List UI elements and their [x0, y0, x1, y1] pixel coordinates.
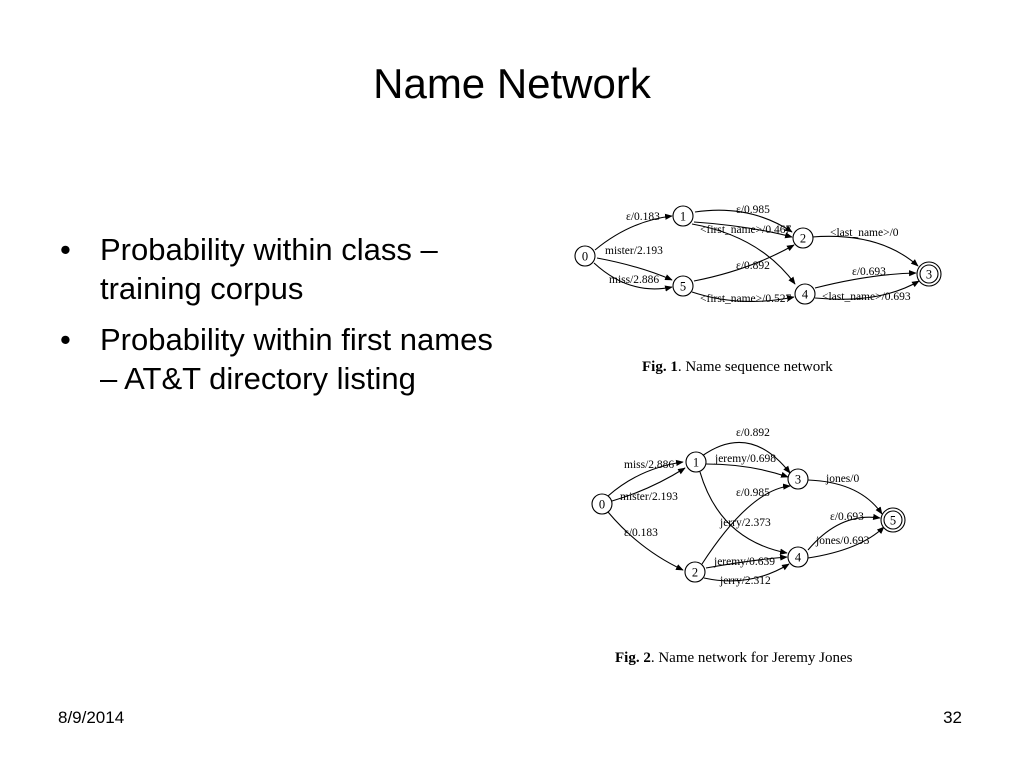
edge-label: miss/2.886 — [624, 459, 674, 471]
bullet-marker: • — [60, 232, 71, 267]
edge-label: ε/0.693 — [830, 511, 864, 523]
edge-label: jones/0 — [825, 473, 859, 485]
edge-0-1-miss — [607, 459, 684, 497]
node-label: 0 — [599, 498, 605, 512]
node-2: 2 — [792, 227, 814, 249]
bullet-text: Probability within first names – AT&T di… — [100, 322, 493, 396]
caption-label: Fig. 2 — [615, 650, 651, 666]
node-4: 4 — [787, 546, 809, 568]
edge-5-2-eps — [693, 244, 795, 282]
footer-date: 8/9/2014 — [58, 708, 125, 727]
figure-1-caption: Fig. 1. Name sequence network — [642, 359, 833, 376]
edge-0-5-miss — [593, 262, 673, 292]
node-label: 4 — [795, 551, 802, 565]
edge-label: ε/0.693 — [852, 266, 886, 278]
slide-title: Name Network — [373, 60, 651, 107]
node-3-final: 3 — [916, 261, 942, 287]
node-2: 2 — [684, 561, 706, 583]
edge-0-1-eps — [594, 213, 673, 251]
caption-label: Fig. 1 — [642, 359, 678, 375]
edge-1-2-eps — [694, 209, 793, 233]
edge-label: ε/0.985 — [736, 204, 770, 216]
figure-1-network: ε/0.183 mister/2.193 miss/2.886 ε/0.985 … — [574, 204, 942, 305]
edge-label: jeremy/0.639 — [713, 556, 775, 568]
bullet-item: • Probability within class – training co… — [58, 230, 518, 308]
figure-2-caption: Fig. 2. Name network for Jeremy Jones — [615, 650, 852, 667]
bullet-text: Probability within class – training corp… — [100, 232, 438, 306]
edge-4-3-eps — [814, 270, 917, 289]
bullet-marker: • — [60, 322, 71, 357]
figure-2-network: miss/2.886 mister/2.193 ε/0.183 ε/0.892 … — [591, 427, 906, 587]
edge-label: ε/0.892 — [736, 260, 770, 272]
caption-text: . Name network for Jeremy Jones — [650, 650, 853, 666]
edge-label: jerry/2.312 — [719, 575, 771, 587]
edge-label: <last_name>/0.693 — [822, 291, 911, 303]
node-label: 1 — [680, 210, 686, 224]
node-5: 5 — [672, 275, 694, 297]
edge-2-3-last — [811, 235, 919, 267]
node-label: 3 — [795, 473, 801, 487]
edge-label: jeremy/0.698 — [714, 453, 776, 465]
node-label: 2 — [800, 232, 806, 246]
edge-4-5-eps — [807, 513, 881, 551]
node-0: 0 — [574, 245, 596, 267]
edge-1-2-first — [693, 221, 793, 239]
node-label: 0 — [582, 250, 588, 264]
caption-text: . Name sequence network — [677, 359, 833, 375]
edge-label: miss/2.886 — [609, 274, 659, 286]
node-label: 5 — [890, 514, 896, 528]
edge-5-4-first — [691, 291, 795, 302]
edge-2-4-jeremy — [705, 554, 788, 569]
edge-1-3-jeremy — [705, 463, 789, 478]
node-1: 1 — [685, 451, 707, 473]
edge-4-5-jones — [807, 526, 885, 559]
edge-3-5-jones — [807, 479, 883, 515]
node-1: 1 — [672, 205, 694, 227]
bullet-list: • Probability within class – training co… — [58, 230, 518, 410]
node-label: 3 — [926, 268, 932, 282]
node-label: 1 — [693, 456, 699, 470]
edge-1-4-jerry — [699, 471, 788, 555]
node-5-final: 5 — [880, 507, 906, 533]
edge-label: jones/0.693 — [815, 535, 870, 547]
edge-label: ε/0.892 — [736, 427, 770, 439]
edge-0-5-mister — [596, 257, 673, 281]
edge-1-4 — [691, 223, 796, 285]
bullet-item: • Probability within first names – AT&T … — [58, 320, 518, 398]
node-4: 4 — [794, 283, 816, 305]
node-0: 0 — [591, 493, 613, 515]
node-label: 2 — [692, 566, 698, 580]
edge-2-3-eps — [701, 483, 791, 565]
edge-label: <first_name>/0.527 — [700, 293, 791, 305]
edge-label: <first_name>/0.467 — [700, 224, 791, 236]
edge-label: mister/2.193 — [605, 245, 663, 257]
edge-4-3-last — [814, 280, 920, 300]
edge-label: mister/2.193 — [620, 491, 678, 503]
edge-label: ε/0.183 — [626, 211, 660, 223]
edge-1-3-eps — [701, 441, 791, 474]
footer-page-number: 32 — [943, 708, 962, 727]
edge-2-4-jerry — [703, 563, 790, 582]
node-label: 5 — [680, 280, 686, 294]
node-label: 4 — [802, 288, 809, 302]
edge-label: <last_name>/0 — [830, 227, 899, 239]
edge-label: jerry/2.373 — [719, 517, 771, 529]
edge-label: ε/0.183 — [624, 527, 658, 539]
edge-label: ε/0.985 — [736, 487, 770, 499]
node-3: 3 — [787, 468, 809, 490]
edge-0-2-eps — [607, 511, 684, 571]
edge-0-1-mister — [611, 467, 686, 502]
